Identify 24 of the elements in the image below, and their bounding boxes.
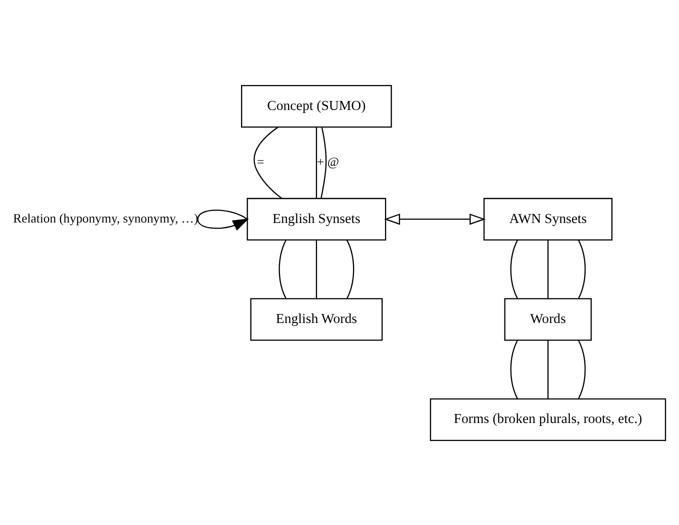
edge-label: @ [327,154,339,169]
node-box: AWN Synsets [484,197,612,240]
connector [346,239,354,298]
connector [510,340,518,398]
connector [254,126,282,198]
edge-label: + [316,154,324,169]
connector [278,239,286,298]
connector [578,239,586,298]
edge-label: = [257,154,264,169]
node-box: Forms (broken plurals, roots, etc.) [430,398,666,440]
connector [547,340,549,398]
node-box: English Words [250,298,383,340]
node-box: Concept (SUMO) [241,84,392,128]
connector [547,240,549,298]
node-box: English Synsets [246,197,386,240]
connector [510,239,518,298]
arrow [384,213,486,224]
arrow [197,209,249,230]
node-box: Words [504,298,592,340]
connector [320,126,327,198]
connector [316,126,318,198]
connector [578,340,586,398]
connector [316,240,318,298]
edge-label: Relation (hyponymy, synonymy, …) [13,210,198,225]
